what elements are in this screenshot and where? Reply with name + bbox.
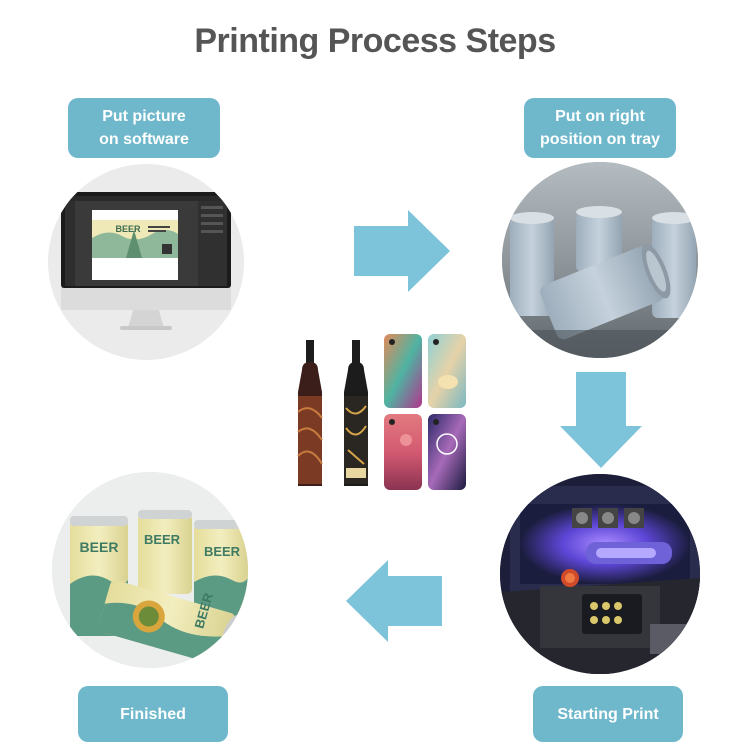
arrow-right-icon	[354, 210, 450, 292]
step-label-text: Starting Print	[557, 705, 659, 723]
products-illustration	[297, 334, 466, 490]
can-beer-word: BEER	[204, 544, 241, 559]
products-collage	[288, 332, 472, 494]
step-label-line: Put picture	[102, 108, 186, 125]
printed-phone-case	[428, 414, 466, 490]
printed-phone-case	[428, 334, 466, 408]
printed-wine-bottle	[297, 340, 323, 486]
step-label-starting-print: Starting Print	[533, 686, 683, 742]
can-beer-word: BEER	[144, 532, 181, 547]
printed-wine-bottle	[344, 340, 368, 486]
step-label-put-picture: Put picture on software	[68, 98, 220, 158]
step-label-line: on software	[99, 131, 189, 148]
monitor-chin	[61, 286, 231, 310]
beer-design-word: BEER	[115, 224, 141, 234]
step-label-text: Finished	[120, 705, 186, 723]
printed-phone-case	[384, 414, 422, 490]
step-label-position-on-tray: Put on right position on tray	[524, 98, 676, 158]
standing-can	[576, 212, 622, 272]
arrow-down-icon	[560, 372, 642, 468]
step-label-line: Put on right	[555, 108, 645, 125]
printer-illustration	[500, 474, 700, 674]
page-title: Printing Process Steps	[194, 22, 556, 60]
uv-printer-photo	[500, 474, 700, 674]
monitor-stand-base	[120, 326, 172, 330]
lying-can	[540, 244, 671, 340]
cans-on-tray-photo	[502, 162, 698, 358]
monitor-stand	[128, 307, 164, 328]
control-keypad	[582, 594, 642, 634]
monitor-illustration: BEER	[61, 192, 231, 330]
step-label-line: position on tray	[540, 131, 660, 148]
monitor-photo: BEER	[48, 164, 244, 360]
tray-illustration	[502, 162, 698, 358]
finished-cans-photo: BEER BEER BEER BEER	[52, 472, 248, 668]
printed-phone-case	[384, 334, 422, 408]
can-beer-word: BEER	[80, 539, 119, 555]
arrow-left-icon	[346, 560, 442, 642]
finished-cans-illustration: BEER BEER BEER BEER	[52, 472, 248, 668]
step-label-finished: Finished	[78, 686, 228, 742]
beer-can: BEER	[138, 510, 192, 594]
